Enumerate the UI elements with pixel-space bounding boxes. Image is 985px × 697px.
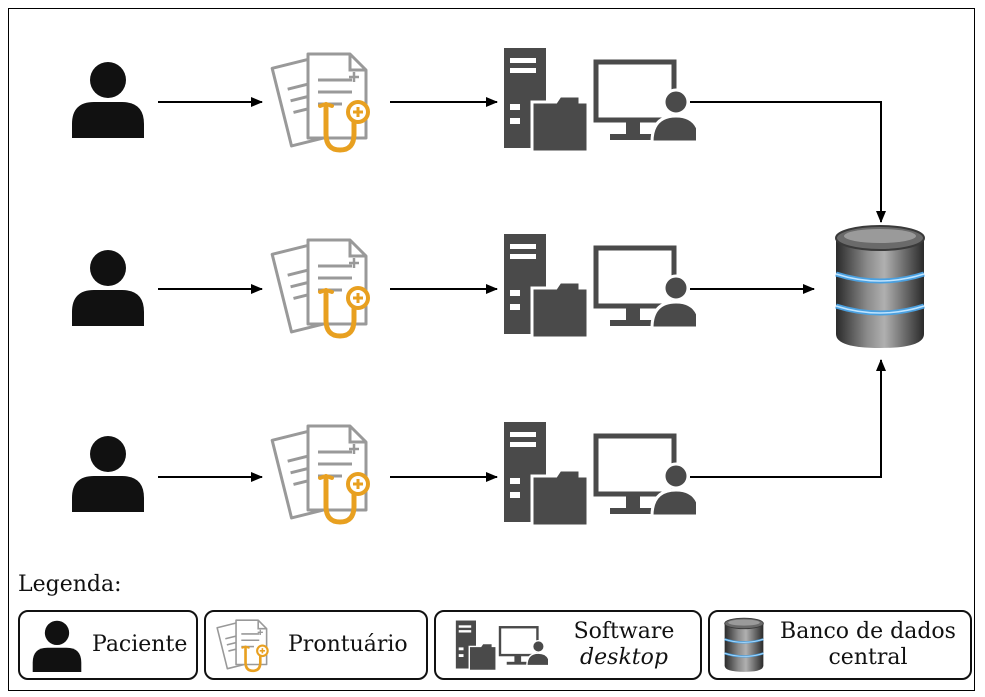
legend-item-database: Banco de dados central <box>708 610 972 680</box>
legend-label-database-line2: central <box>828 645 908 670</box>
person-icon <box>72 436 144 512</box>
legend-title: Legenda: <box>18 572 122 597</box>
database-icon <box>723 617 765 673</box>
medical-record-icon <box>272 240 368 336</box>
legend-label-database-line1: Banco de dados <box>780 619 956 644</box>
medical-record-icon <box>272 426 368 522</box>
diagram-frame <box>8 8 975 691</box>
person-icon <box>32 620 82 672</box>
legend-label-record: Prontuário <box>288 632 408 657</box>
diagram-canvas <box>72 0 985 580</box>
desktop-software-icon <box>504 234 700 338</box>
legend-item-patient: Paciente <box>18 610 198 680</box>
legend-label-software-line1: Software <box>573 619 675 644</box>
desktop-software-icon <box>504 422 700 526</box>
legend-label-software-line2: desktop <box>580 645 668 670</box>
database-icon <box>836 226 924 348</box>
medical-record-icon <box>272 54 368 150</box>
medical-record-icon <box>216 618 269 673</box>
legend-item-record: Prontuário <box>204 610 428 680</box>
arrow-software-to-database <box>690 359 886 478</box>
desktop-software-icon <box>454 619 548 672</box>
legend-label-patient: Paciente <box>92 632 188 657</box>
legend-item-software: Software desktop <box>434 610 702 680</box>
person-icon <box>72 62 144 138</box>
arrow-software-to-database <box>690 101 886 223</box>
person-icon <box>72 250 144 326</box>
desktop-software-icon <box>504 48 700 152</box>
